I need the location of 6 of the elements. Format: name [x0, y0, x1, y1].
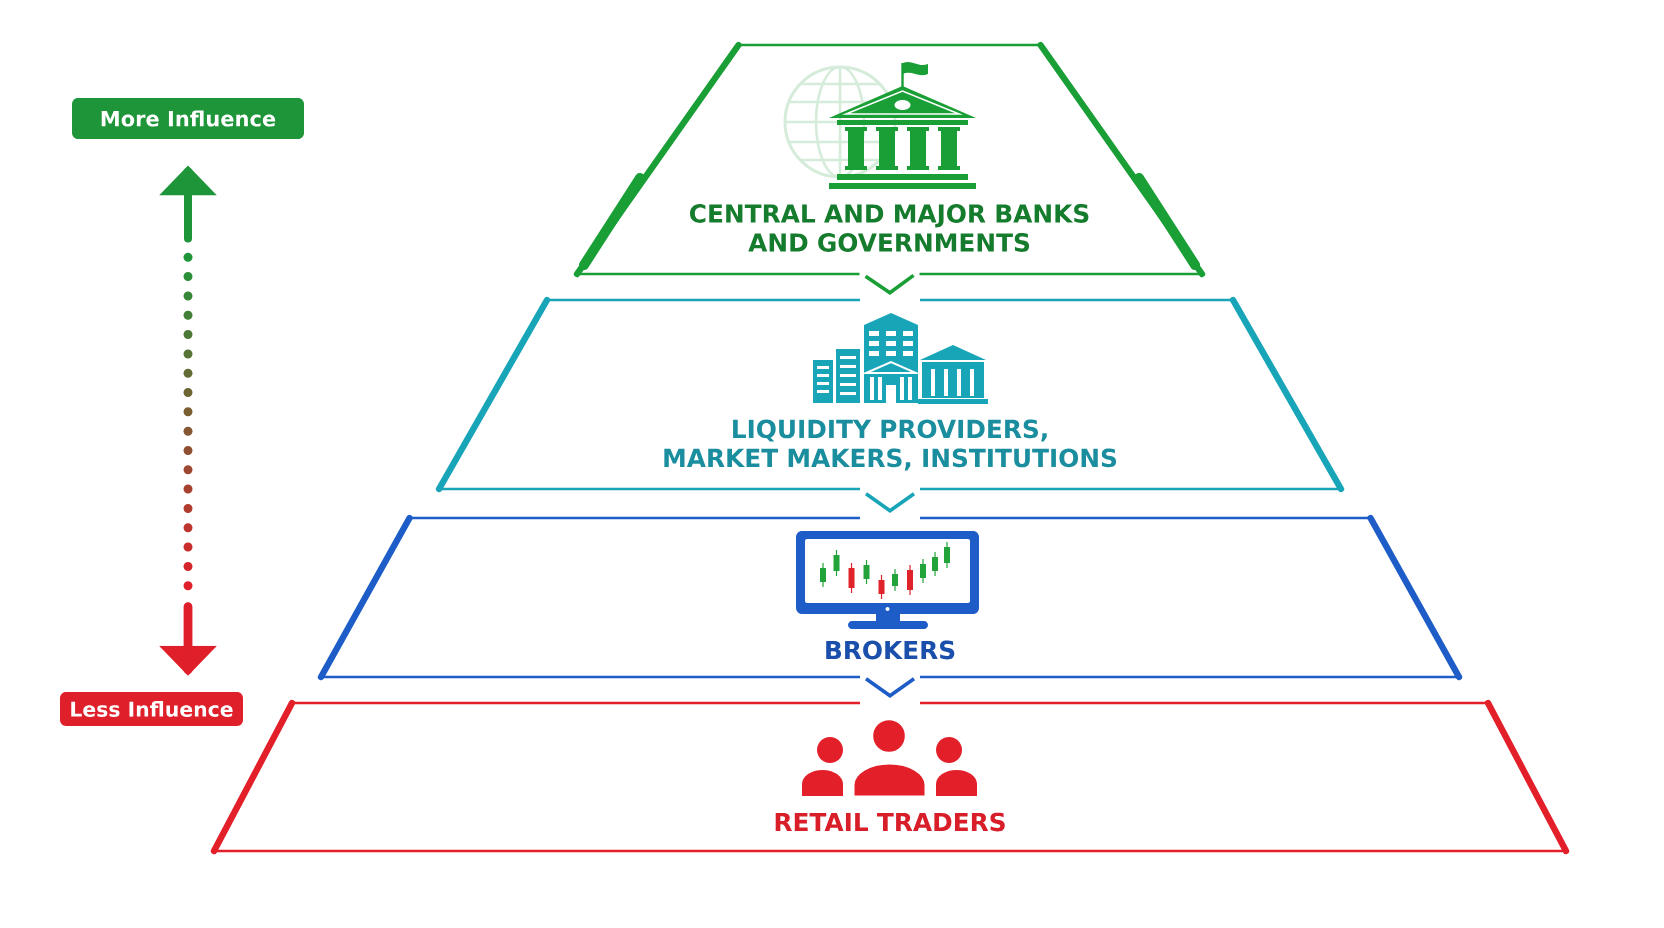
label-badge: Less Influence — [60, 692, 243, 726]
pyramid-tier: BROKERS — [317, 514, 1463, 681]
pyramid-tier: LIQUIDITY PROVIDERS, MARKET MAKERS, INSTITUTIONS — [435, 296, 1345, 494]
double-arrow — [159, 165, 217, 676]
label-badge: More Influence — [72, 98, 304, 139]
pyramid-tier: CENTRAL AND MAJOR BANKS AND GOVERNMENTS — [573, 41, 1206, 279]
